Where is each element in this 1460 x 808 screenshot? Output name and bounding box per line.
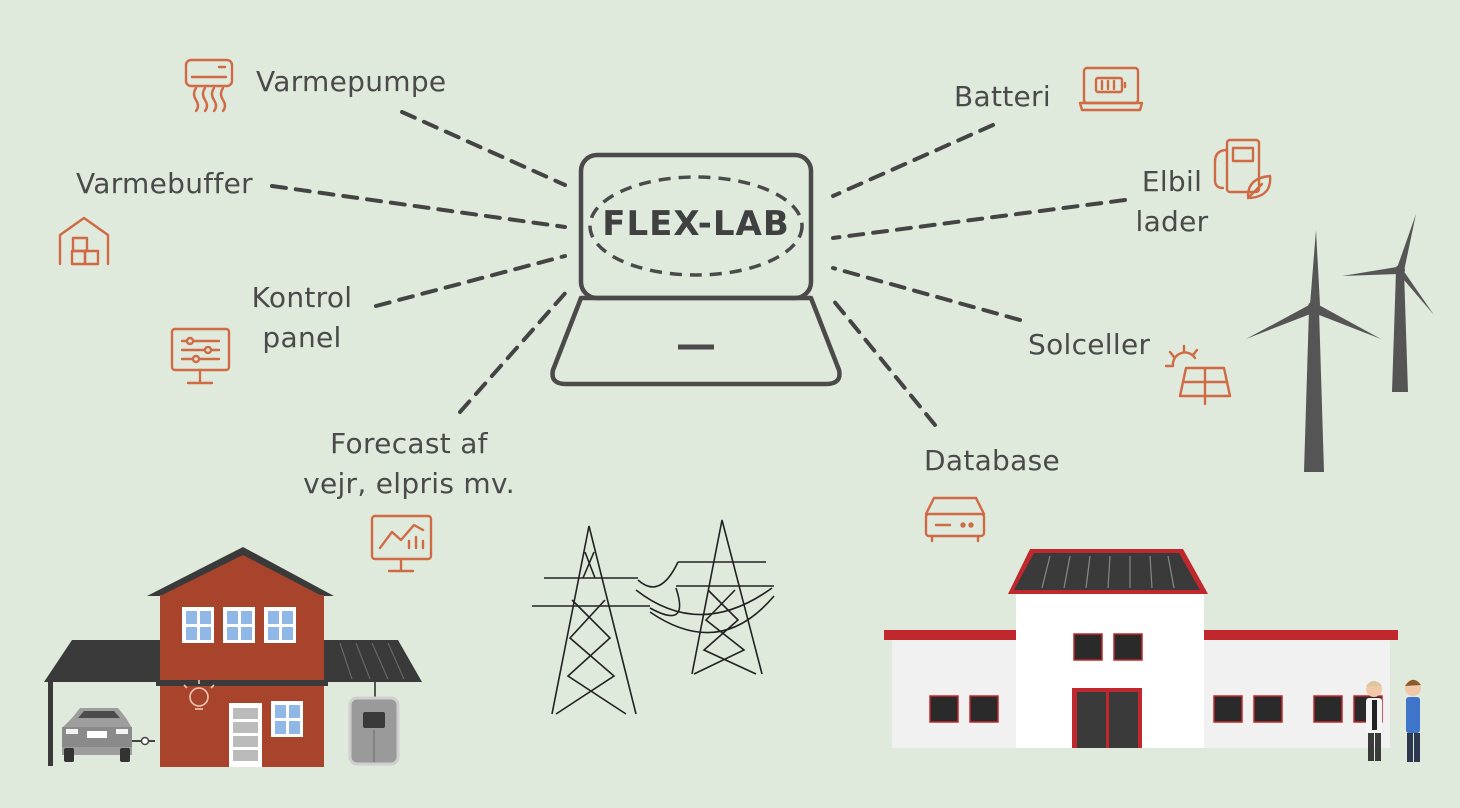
line-varmebuffer	[270, 184, 567, 229]
line-solceller	[831, 266, 1022, 322]
ev-charger-icon	[1213, 138, 1272, 200]
heat-storage-icon	[58, 216, 110, 266]
line-kontrolpanel	[374, 254, 567, 308]
control-panel-icon	[170, 327, 231, 385]
label-elbillader-line1: Elbil	[1141, 165, 1203, 198]
label-forecast-line2: vejr, elpris mv.	[303, 467, 515, 500]
line-elbillader	[831, 198, 1127, 240]
people-illustration	[1366, 679, 1421, 762]
lab-building-illustration	[884, 549, 1398, 748]
forecast-chart-icon	[370, 514, 433, 573]
line-forecast	[458, 288, 570, 414]
label-varmepumpe: Varmepumpe	[256, 65, 447, 98]
wind-turbines-illustration	[1246, 214, 1434, 472]
label-kontrolpanel: Kontrol panel	[232, 278, 372, 358]
electric-car-illustration	[62, 708, 132, 762]
connector-lines	[270, 110, 1127, 427]
database-server-icon	[924, 496, 986, 543]
label-kontrolpanel-line2: panel	[262, 321, 342, 354]
label-kontrolpanel-line1: Kontrol	[251, 281, 353, 314]
laptop-hub-icon	[550, 152, 842, 387]
label-forecast: Forecast af vejr, elpris mv.	[292, 424, 526, 504]
label-varmebuffer: Varmebuffer	[76, 167, 253, 200]
label-database: Database	[924, 444, 1061, 477]
label-forecast-line1: Forecast af	[330, 427, 488, 460]
label-batteri: Batteri	[954, 80, 1051, 113]
label-solceller: Solceller	[1028, 328, 1151, 361]
label-elbillader-line2: lader	[1135, 205, 1209, 238]
solar-panel-icon	[1164, 344, 1232, 406]
line-batteri	[831, 123, 995, 198]
house-with-carport-illustration	[44, 547, 422, 767]
battery-icon	[1078, 66, 1144, 112]
line-database	[831, 298, 937, 427]
label-elbillader: Elbil lader	[1122, 162, 1222, 242]
hub-title: FLEX-LAB	[602, 204, 790, 244]
power-pylons-illustration	[532, 519, 775, 715]
line-varmepumpe	[400, 110, 567, 187]
heat-pump-icon	[184, 58, 234, 113]
